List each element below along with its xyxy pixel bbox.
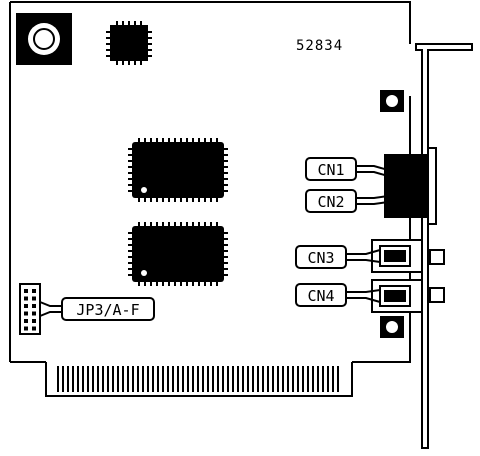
bracket-screw-top — [380, 90, 404, 112]
callout-cn2: CN2 — [305, 189, 389, 213]
dsub-connector — [384, 147, 437, 225]
label-jp3: JP3/A-F — [76, 301, 139, 319]
callout-cn3: CN3 — [295, 245, 381, 269]
label-cn2: CN2 — [317, 193, 344, 211]
jumper-header-jp3 — [19, 283, 41, 335]
small-ic-chip — [106, 21, 152, 65]
label-cn4: CN4 — [307, 287, 334, 305]
rca-jack-1 — [371, 239, 445, 273]
rca-jack-2 — [371, 279, 445, 313]
edge-connector — [45, 362, 353, 397]
large-ic-chip-1 — [128, 138, 228, 202]
callout-cn4: CN4 — [295, 283, 381, 307]
mounting-bracket — [415, 43, 473, 449]
part-number: 52834 — [296, 38, 343, 54]
label-cn1: CN1 — [317, 161, 344, 179]
callout-cn1: CN1 — [305, 157, 389, 181]
round-jack-component — [16, 13, 72, 65]
bracket-screw-bottom — [380, 316, 404, 338]
edge-connector-fingers — [57, 366, 339, 392]
label-cn3: CN3 — [307, 249, 334, 267]
callout-jp3: JP3/A-F — [39, 297, 155, 321]
large-ic-chip-2 — [128, 222, 228, 286]
